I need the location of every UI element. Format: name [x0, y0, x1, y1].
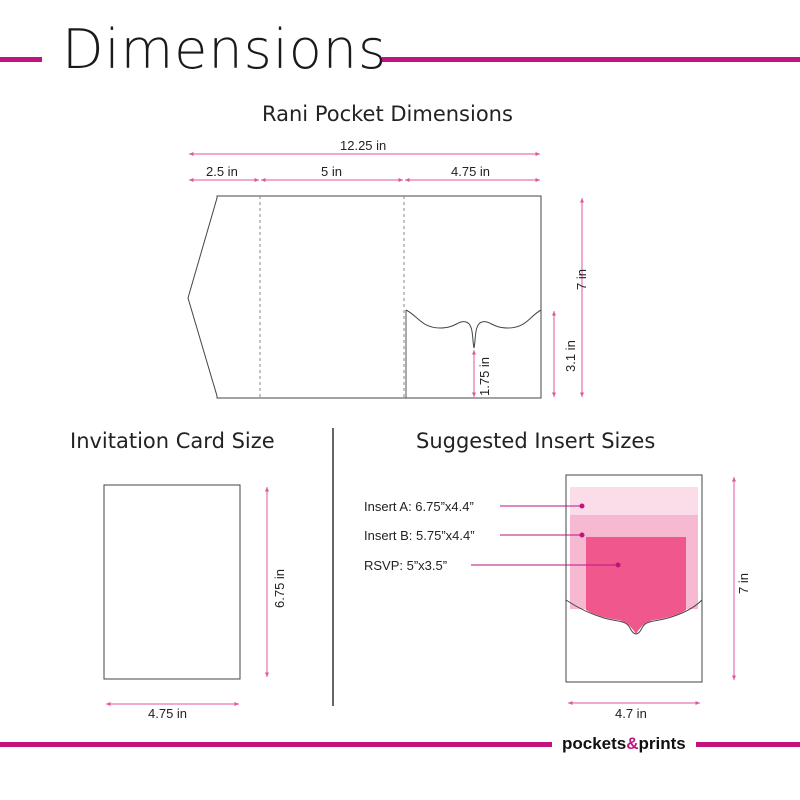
- insert-pocket-flap: [565, 599, 703, 635]
- panel-left-label: 2.5 in: [206, 164, 238, 179]
- insert-b-dot: [579, 532, 585, 538]
- pocket-dimension-lines: [189, 152, 584, 397]
- rsvp-label: RSVP: 5”x3.5”: [364, 558, 448, 573]
- page-title: Dimensions: [62, 18, 388, 81]
- invitation-title: Invitation Card Size: [70, 429, 275, 453]
- panel-right-label: 4.75 in: [451, 164, 491, 179]
- footer-rule-right: [696, 742, 800, 747]
- panel-middle-label: 5 in: [321, 164, 342, 179]
- insert-b-label: Insert B: 5.75”x4.4”: [364, 528, 475, 543]
- brand-part1: pockets: [562, 734, 627, 753]
- total-width-label: 12.25 in: [340, 138, 387, 153]
- insert-a-label: Insert A: 6.75”x4.4”: [364, 499, 474, 514]
- header-rule-right: [382, 57, 800, 62]
- insert-frame: [565, 474, 703, 683]
- pocket-outline: [187, 195, 542, 399]
- notch-height-label: 1.75 in: [477, 356, 492, 396]
- invitation-height-label: 6.75 in: [272, 568, 287, 608]
- pocket-flap: [405, 309, 542, 349]
- pocket-height-label: 3.1 in: [563, 340, 578, 372]
- inserts-title: Suggested Insert Sizes: [416, 429, 656, 453]
- footer-rule-left: [0, 742, 552, 747]
- brand-logo: pockets&prints: [562, 734, 686, 754]
- invitation-card: [103, 484, 241, 680]
- height-label: 7 in: [574, 269, 589, 290]
- header-rule-left: [0, 57, 42, 62]
- insert-width-label: 4.7 in: [615, 706, 647, 721]
- insert-leaders: [471, 505, 618, 566]
- rsvp-dot: [615, 562, 621, 568]
- insert-height-label: 7 in: [736, 573, 751, 594]
- invitation-width-label: 4.75 in: [148, 706, 188, 721]
- brand-part2: prints: [638, 734, 686, 753]
- brand-ampersand: &: [626, 734, 639, 753]
- rsvp-card: [586, 537, 686, 634]
- pocket-title: Rani Pocket Dimensions: [262, 102, 513, 126]
- insert-a-dot: [579, 503, 585, 509]
